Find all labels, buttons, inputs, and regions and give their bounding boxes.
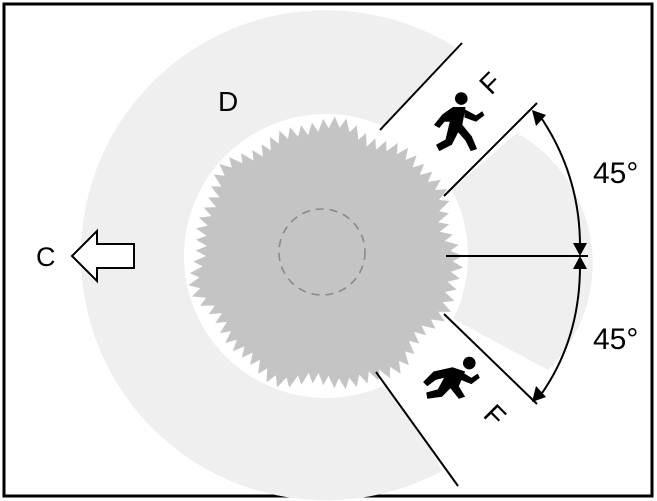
corridor-upper-line-outer <box>379 42 463 131</box>
running-person-icon <box>423 356 480 399</box>
arrowhead-upper-bottom <box>573 243 587 256</box>
arrowhead-upper-top <box>532 110 546 126</box>
corridor-lower-line-inner <box>443 313 538 405</box>
tree-crown <box>188 116 464 390</box>
running-person-icon <box>434 92 485 152</box>
angle-label-upper: 45° <box>593 157 638 190</box>
angle-arc-upper <box>539 115 581 247</box>
label-d: D <box>218 86 238 117</box>
arrowhead-lower-bottom <box>532 386 546 402</box>
tree-trunk-outline <box>278 208 366 296</box>
corridor-lower-line-outer <box>375 371 459 487</box>
arrowhead-lower-top <box>573 256 587 269</box>
hollow-left-arrow-icon <box>70 228 135 284</box>
corridor-upper-line-inner <box>443 102 538 197</box>
label-c: C <box>36 242 56 272</box>
angle-arc-lower <box>539 265 581 397</box>
safe-wedge-right <box>444 133 593 370</box>
angle-label-lower: 45° <box>593 323 638 356</box>
